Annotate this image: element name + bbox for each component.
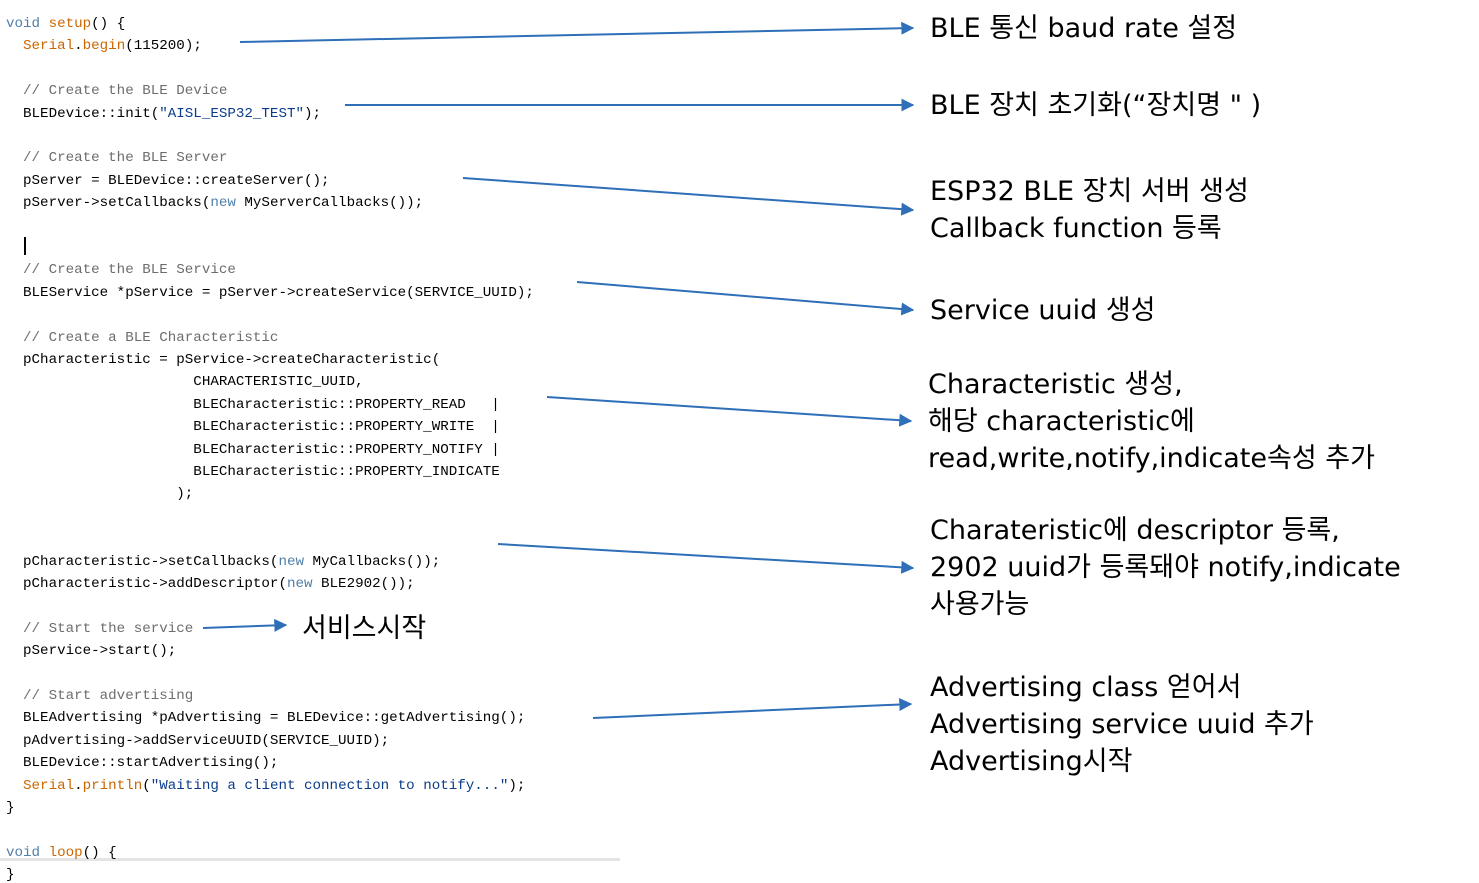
code-token: // Create the BLE Server bbox=[6, 150, 228, 167]
code-line: Serial.println("Waiting a client connect… bbox=[6, 778, 525, 794]
code-token: pServer = BLEDevice::createServer(); bbox=[6, 172, 330, 189]
code-line: } bbox=[6, 800, 15, 816]
code-line: pService->start(); bbox=[6, 643, 176, 659]
code-token: BLECharacteristic::PROPERTY_NOTIFY | bbox=[6, 441, 500, 458]
arrow-server-create bbox=[462, 177, 915, 216]
code-line: // Create the BLE Device bbox=[6, 83, 227, 99]
code-token: ( bbox=[142, 777, 151, 794]
code-line: } bbox=[6, 867, 15, 883]
code-line: pCharacteristic = pService->createCharac… bbox=[6, 352, 440, 368]
code-token: ); bbox=[304, 105, 322, 122]
code-token: pCharacteristic = pService->createCharac… bbox=[6, 352, 441, 368]
note-service-uuid: Service uuid 생성 bbox=[930, 295, 1156, 326]
code-token: BLE2902()); bbox=[312, 576, 415, 592]
code-token: MyServerCallbacks()); bbox=[235, 195, 424, 212]
note-advertising: Advertising class 얻어서 Advertising servic… bbox=[930, 672, 1314, 777]
code-token: } bbox=[6, 800, 15, 816]
code-token: BLEService *pService = pServer->createSe… bbox=[6, 284, 534, 301]
text-cursor bbox=[24, 237, 26, 255]
code-token: (115200); bbox=[125, 38, 202, 55]
code-line: pServer->setCallbacks(new MyServerCallba… bbox=[6, 195, 423, 211]
code-token: new bbox=[286, 576, 313, 592]
code-token: new bbox=[210, 195, 236, 212]
arrow-baud-rate bbox=[239, 21, 915, 43]
code-token: Serial bbox=[23, 38, 75, 55]
code-line: // Create a BLE Characteristic bbox=[6, 330, 278, 346]
code-token: "Waiting a client connection to notify..… bbox=[150, 777, 509, 794]
code-token: loop bbox=[48, 844, 83, 861]
annotation-arrows bbox=[202, 21, 915, 719]
code-line: BLEDevice::startAdvertising(); bbox=[6, 755, 278, 771]
code-token: pService->start(); bbox=[6, 643, 177, 660]
code-line: BLECharacteristic::PROPERTY_READ | bbox=[6, 397, 500, 413]
code-token: void bbox=[6, 16, 49, 32]
code-token: BLEDevice::startAdvertising(); bbox=[6, 755, 279, 772]
code-line: BLEDevice::init("AISL_ESP32_TEST"); bbox=[6, 106, 321, 122]
code-line: BLECharacteristic::PROPERTY_INDICATE bbox=[6, 464, 500, 480]
code-token: . bbox=[74, 38, 83, 55]
code-token: . bbox=[74, 777, 83, 794]
code-line: pCharacteristic->addDescriptor(new BLE29… bbox=[6, 576, 415, 592]
code-token: CHARACTERISTIC_UUID, bbox=[6, 374, 364, 391]
code-token: ); bbox=[6, 486, 194, 503]
code-token: () { bbox=[91, 16, 126, 32]
code-token: setup bbox=[48, 16, 92, 32]
code-token: BLECharacteristic::PROPERTY_READ | bbox=[6, 396, 500, 413]
arrow-characteristic bbox=[546, 396, 913, 427]
code-token: } bbox=[6, 867, 15, 883]
code-token: Serial bbox=[23, 777, 75, 794]
code-token: BLEAdvertising *pAdvertising = BLEDevice… bbox=[6, 710, 526, 727]
note-device-init: BLE 장치 초기화(“장치명 " ) bbox=[930, 90, 1262, 121]
code-token: BLEDevice::init( bbox=[6, 105, 160, 122]
code-token: pCharacteristic->addDescriptor( bbox=[6, 576, 287, 592]
code-line: pCharacteristic->setCallbacks(new MyCall… bbox=[6, 554, 440, 570]
code-line: BLEService *pService = pServer->createSe… bbox=[6, 285, 534, 301]
code-token: ); bbox=[508, 777, 526, 794]
code-line: BLECharacteristic::PROPERTY_NOTIFY | bbox=[6, 442, 500, 458]
code-token: pServer->setCallbacks( bbox=[6, 195, 211, 212]
code-line: Serial.begin(115200); bbox=[6, 38, 202, 54]
code-line: ); bbox=[6, 486, 193, 502]
code-line: BLEAdvertising *pAdvertising = BLEDevice… bbox=[6, 710, 525, 726]
code-line: pServer = BLEDevice::createServer(); bbox=[6, 173, 330, 189]
note-service-start: 서비스시작 bbox=[302, 613, 427, 644]
code-token: // Start the service bbox=[6, 620, 194, 637]
code-token: pCharacteristic->setCallbacks( bbox=[6, 553, 279, 570]
note-baud-rate: BLE 통신 baud rate 설정 bbox=[930, 13, 1238, 44]
arrow-service-start bbox=[202, 618, 288, 632]
arrow-advertising bbox=[592, 698, 913, 719]
code-token: BLECharacteristic::PROPERTY_INDICATE bbox=[6, 464, 500, 480]
code-token: "AISL_ESP32_TEST" bbox=[159, 105, 304, 122]
code-line: void loop() { bbox=[6, 845, 117, 861]
code-line: pAdvertising->addServiceUUID(SERVICE_UUI… bbox=[6, 733, 389, 749]
code-token: new bbox=[278, 553, 304, 570]
code-line: // Create the BLE Service bbox=[6, 262, 236, 278]
code-line: CHARACTERISTIC_UUID, bbox=[6, 374, 364, 391]
note-descriptor: Charateristic에 descriptor 등록, 2902 uuid가… bbox=[930, 515, 1401, 620]
code-token: // Create a BLE Characteristic bbox=[6, 329, 279, 346]
code-token: MyCallbacks()); bbox=[304, 553, 441, 570]
code-token: void bbox=[6, 844, 49, 861]
code-token: println bbox=[82, 777, 143, 794]
code-line: // Create the BLE Server bbox=[6, 150, 227, 166]
code-token: // Create the BLE Device bbox=[6, 83, 228, 100]
code-line: BLECharacteristic::PROPERTY_WRITE | bbox=[6, 419, 500, 435]
code-token: // Start advertising bbox=[6, 688, 194, 704]
code-line: void setup() { bbox=[6, 16, 125, 32]
code-token: BLECharacteristic::PROPERTY_WRITE | bbox=[6, 419, 500, 436]
arrow-service-uuid bbox=[576, 281, 915, 316]
code-line: // Start advertising bbox=[6, 688, 193, 704]
code-token: pAdvertising->addServiceUUID(SERVICE_UUI… bbox=[6, 732, 390, 749]
code-line: // Start the service bbox=[6, 621, 193, 637]
code-token: begin bbox=[82, 38, 126, 55]
note-characteristic: Characteristic 생성, 해당 characteristic에 re… bbox=[928, 369, 1375, 474]
code-token: () { bbox=[82, 844, 117, 861]
arrow-descriptor bbox=[497, 543, 915, 574]
code-panel: void setup() { Serial.begin(115200); // … bbox=[0, 0, 620, 883]
note-server-create: ESP32 BLE 장치 서버 생성 Callback function 등록 bbox=[930, 176, 1249, 244]
code-token: // Create the BLE Service bbox=[6, 262, 236, 279]
